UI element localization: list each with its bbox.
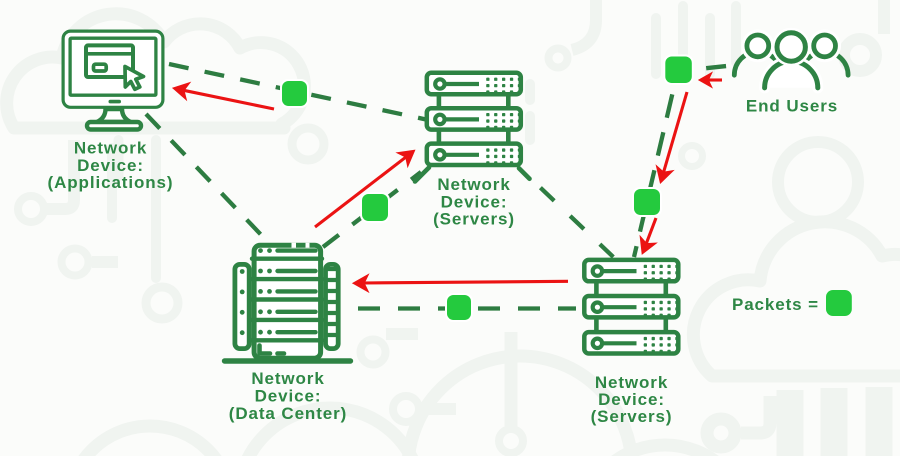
svg-text:(Servers): (Servers) xyxy=(433,210,515,229)
svg-text:Packets =: Packets = xyxy=(732,295,819,314)
svg-text:Device:: Device: xyxy=(255,387,322,406)
svg-text:(Applications): (Applications) xyxy=(48,173,174,192)
svg-text:Device:: Device: xyxy=(441,192,508,211)
svg-text:Network: Network xyxy=(595,373,668,392)
svg-text:Device:: Device: xyxy=(598,390,665,409)
svg-text:Network: Network xyxy=(74,139,147,158)
svg-text:Device:: Device: xyxy=(77,156,144,175)
svg-text:End Users: End Users xyxy=(746,97,838,116)
svg-text:Network: Network xyxy=(251,369,324,388)
svg-text:(Servers): (Servers) xyxy=(591,407,673,426)
svg-text:Network: Network xyxy=(437,175,510,194)
svg-text:(Data Center): (Data Center) xyxy=(229,404,347,423)
